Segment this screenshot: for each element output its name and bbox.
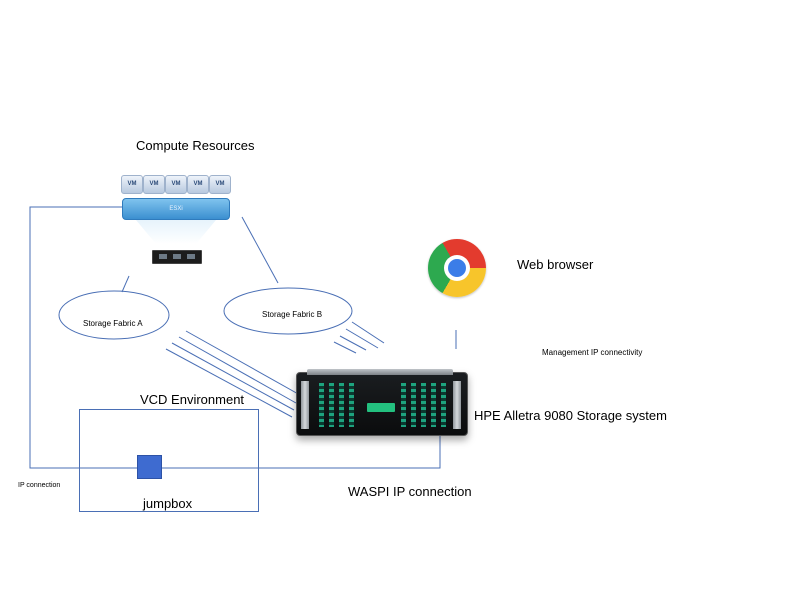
compute-resources-title: Compute Resources <box>136 138 255 153</box>
jumpbox-icon <box>137 455 162 479</box>
vm-icon: VM <box>187 175 209 194</box>
vcd-environment-title: VCD Environment <box>140 392 245 407</box>
fabric-a-link-1 <box>185 330 301 396</box>
vm-icon: VM <box>143 175 165 194</box>
fabric-b-link-1 <box>351 321 385 344</box>
esx-to-fabric-b-line <box>241 216 279 284</box>
storage-fabric-b-label: Storage Fabric B <box>262 310 323 319</box>
storage-fabric-a-label: Storage Fabric A <box>83 319 143 328</box>
hpe-logo-icon <box>367 403 395 412</box>
storage-system-label: HPE Alletra 9080 Storage system <box>474 408 667 423</box>
vm-icon: VM <box>121 175 143 194</box>
fabric-b-link-3 <box>339 335 367 351</box>
ip-connection-line <box>29 206 137 469</box>
vm-icon: VM <box>165 175 187 194</box>
ip-connection-label: IP connection <box>18 482 61 489</box>
web-browser-label: Web browser <box>517 257 594 272</box>
fabric-a-link-4 <box>165 348 293 418</box>
fabric-a-link-2 <box>178 336 297 404</box>
waspi-connection-label: WASPI IP connection <box>348 484 472 499</box>
fabric-b-link-4 <box>333 341 357 354</box>
switch-icon <box>152 250 202 264</box>
vm-icon: VM <box>209 175 231 194</box>
jumpbox-label: jumpbox <box>143 496 193 511</box>
vcd-environment-box <box>79 409 259 512</box>
esx-host-bar: ESXi <box>122 198 230 220</box>
storage-fabric-b-ellipse <box>223 287 353 335</box>
fabric-b-link-2 <box>345 328 379 349</box>
management-ip-label: Management IP connectivity <box>542 348 643 357</box>
storage-fabric-a-ellipse <box>58 290 170 340</box>
waspi-connection-line <box>162 436 441 469</box>
fabric-a-link-3 <box>171 342 295 411</box>
chrome-icon <box>428 239 486 297</box>
switch-to-fabric-a-line <box>121 275 130 293</box>
storage-array-icon <box>296 369 468 436</box>
